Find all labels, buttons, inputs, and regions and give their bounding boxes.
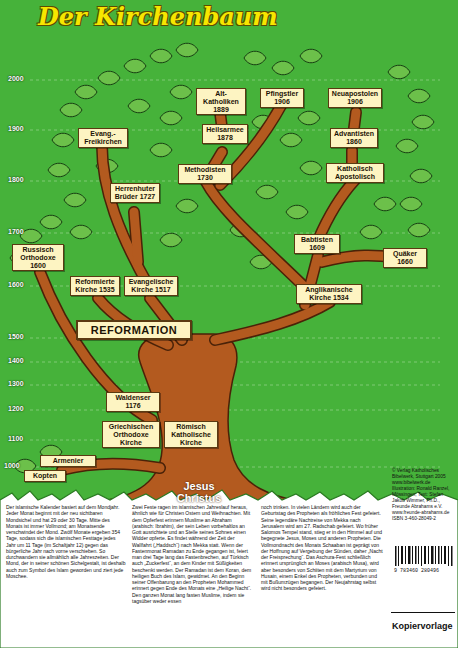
church-box: Evang.-Freikirchen [78, 128, 128, 148]
year-number: 1500 [8, 333, 24, 340]
church-name: Russisch Orthodoxe 1600 [15, 246, 61, 269]
church-box: Neuapostolen 1906 [328, 88, 382, 108]
year-line [30, 80, 440, 81]
barcode-bar [401, 546, 403, 564]
church-name: Evang.-Freikirchen [81, 130, 125, 146]
title: Der Kirchenbaum [38, 4, 278, 30]
church-name: Katholisch Apostolisch [329, 165, 381, 181]
church-name: Advantisten 1860 [333, 130, 375, 146]
year-number: 1300 [8, 380, 24, 387]
church-name: Heilsarmee 1878 [205, 126, 245, 142]
year-line [30, 410, 440, 411]
year-number: 2000 [8, 75, 24, 82]
root-label: Jesus Christus [168, 480, 230, 504]
tree-trunk [96, 334, 302, 502]
church-name: REFORMATION [82, 324, 186, 336]
church-box: Reformierte Kirche 1535 [70, 276, 120, 296]
church-box: Evangelische Kirche 1517 [124, 276, 178, 296]
barcode-bar [415, 546, 417, 564]
church-box: Griechischen Orthodoxe Kirche [102, 421, 160, 448]
year-number: 1900 [8, 125, 24, 132]
year-line [30, 440, 440, 441]
church-box: Herrenhuter Brüder 1727 [110, 183, 160, 203]
church-name: Reformierte Kirche 1535 [73, 278, 117, 294]
church-box: Heilsarmee 1878 [202, 124, 248, 144]
year-number: 1100 [8, 435, 23, 442]
barcode-bar [418, 546, 419, 564]
barcode-bar [428, 546, 429, 564]
barcode-bar [398, 546, 399, 566]
text-column: Zwei Feste ragen im islamischen Jahresla… [132, 504, 254, 604]
church-name: Herrenhuter Brüder 1727 [113, 185, 157, 201]
barcode-bar [431, 546, 434, 564]
barcode-bar [424, 546, 426, 564]
barcode-bar [395, 546, 397, 566]
year-line [30, 385, 440, 386]
year-number: 1200 [8, 405, 24, 412]
barcode-bar [412, 546, 413, 564]
church-box: Anglikanische Kirche 1534 [296, 284, 362, 304]
church-name: Römisch Katholische Kirche [167, 423, 215, 446]
church-name: Griechischen Orthodoxe Kirche [105, 423, 157, 446]
barcode-bar [448, 546, 449, 566]
church-box: Russisch Orthodoxe 1600 [12, 244, 64, 271]
year-number: 1700 [8, 228, 24, 235]
church-box: Babtisten 1609 [294, 234, 340, 254]
year-lines [30, 80, 440, 467]
church-name: Alt-Katholiken 1889 [199, 90, 243, 113]
church-name: Kopten [27, 472, 63, 480]
barcode-bar [441, 546, 442, 564]
church-name: Armenier [43, 457, 93, 465]
year-number: 1800 [8, 176, 24, 183]
church-name: Waldenser 1176 [109, 394, 157, 410]
era-banner: REFORMATION [76, 320, 192, 340]
church-name: Neuapostolen 1906 [331, 90, 379, 106]
church-box: Römisch Katholische Kirche [164, 421, 218, 448]
barcode-bar [444, 546, 446, 564]
rule [391, 612, 455, 613]
church-box: Katholisch Apostolisch [326, 163, 384, 183]
church-name: Methodisten 1730 [181, 166, 229, 182]
barcode-bar [421, 546, 422, 566]
church-box: Waldenser 1176 [106, 392, 160, 412]
church-name: Quäker 1660 [386, 250, 424, 266]
barcode [395, 546, 453, 566]
barcode-bar [451, 546, 453, 566]
barcode-bar [438, 546, 440, 564]
barcode-bar [408, 546, 411, 564]
church-name: Evangelische Kirche 1517 [127, 278, 175, 294]
church-box: Advantisten 1860 [330, 128, 378, 148]
isbn-number: 9 783460 280496 [394, 569, 456, 574]
church-name: Pfingstler 1906 [263, 90, 301, 106]
credits: © Verlag Katholisches Bibelwerk, Stuttga… [392, 468, 454, 522]
church-name: Anglikanische Kirche 1534 [299, 286, 359, 302]
church-box: Quäker 1660 [383, 248, 427, 268]
church-box: Kopten [24, 470, 66, 482]
barcode-bar [405, 546, 406, 564]
text-column: Der islamische Kalender basiert auf dem … [6, 504, 126, 579]
barcode-bar [435, 546, 436, 564]
year-number: 1400 [8, 357, 24, 364]
church-box: Methodisten 1730 [178, 164, 232, 184]
branch-outline [40, 104, 404, 470]
footer-label: Kopiervorlage [392, 622, 456, 631]
text-column: noch trinken. In vielen Ländern wird auc… [261, 504, 383, 592]
branches [40, 104, 404, 470]
ground [0, 490, 458, 648]
year-number: 1600 [8, 281, 24, 288]
church-box: Armenier [40, 455, 96, 467]
church-box: Alt-Katholiken 1889 [196, 88, 246, 115]
year-number: 1000 [4, 462, 20, 469]
church-box: Pfingstler 1906 [260, 88, 304, 108]
church-name: Babtisten 1609 [297, 236, 337, 252]
